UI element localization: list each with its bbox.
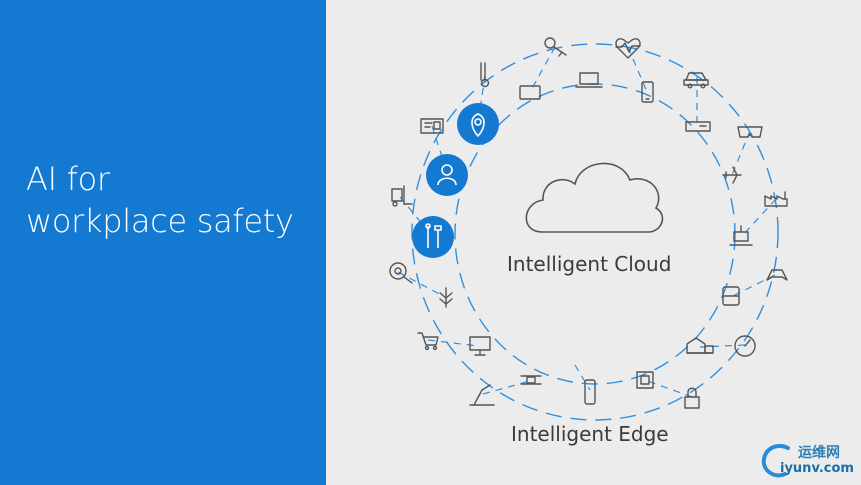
title-line-2: workplace safety [26,202,294,240]
gamepad-icon [766,269,788,281]
highlight-tools-node [412,216,454,258]
key-icon [544,37,567,57]
gauge-icon [734,335,756,357]
id-card-icon [420,118,444,134]
cart-icon [417,332,439,351]
watermark-cn-text: 运维网 [798,445,840,461]
car-icon [683,72,709,89]
heart-rate-icon [615,38,641,59]
gear-icon [389,262,413,284]
outer-ring [411,43,779,421]
drill-icon [439,287,453,308]
phone-icon [641,81,654,103]
monitor-icon [469,336,491,356]
robot-arm-icon [469,384,495,406]
building-icon [686,337,714,354]
drone-icon [520,375,542,385]
edge-label: Intelligent Edge [511,422,669,446]
cloud-icon [525,162,664,233]
tools-icon [425,223,442,248]
chip-icon [636,371,654,389]
robot-icon [729,225,753,246]
airplane-icon [722,166,742,184]
tablet-icon [519,85,541,100]
watermark-url-text: iyunv.com [780,461,854,476]
person-icon [437,164,457,186]
highlight-person-node [426,154,468,196]
location-pin-icon [471,113,485,138]
ring-connectors [397,46,777,398]
bus-icon [722,286,740,306]
highlight-location-node [457,103,499,145]
factory-icon [764,191,788,207]
vr-headset-icon [737,126,763,138]
title-panel: AI for workplace safety [0,0,326,485]
cloud-label: Intelligent Cloud [507,252,672,276]
router-icon [685,121,711,132]
watermark-logo-icon [761,444,790,478]
smart-speaker-icon [584,379,596,405]
title-line-1: AI for [26,160,110,198]
lock-icon [684,387,700,409]
thermometer-icon [480,62,490,88]
laptop-icon [575,72,603,88]
watermark: 运维网 iyunv.com [756,436,861,485]
forklift-icon [391,185,413,207]
